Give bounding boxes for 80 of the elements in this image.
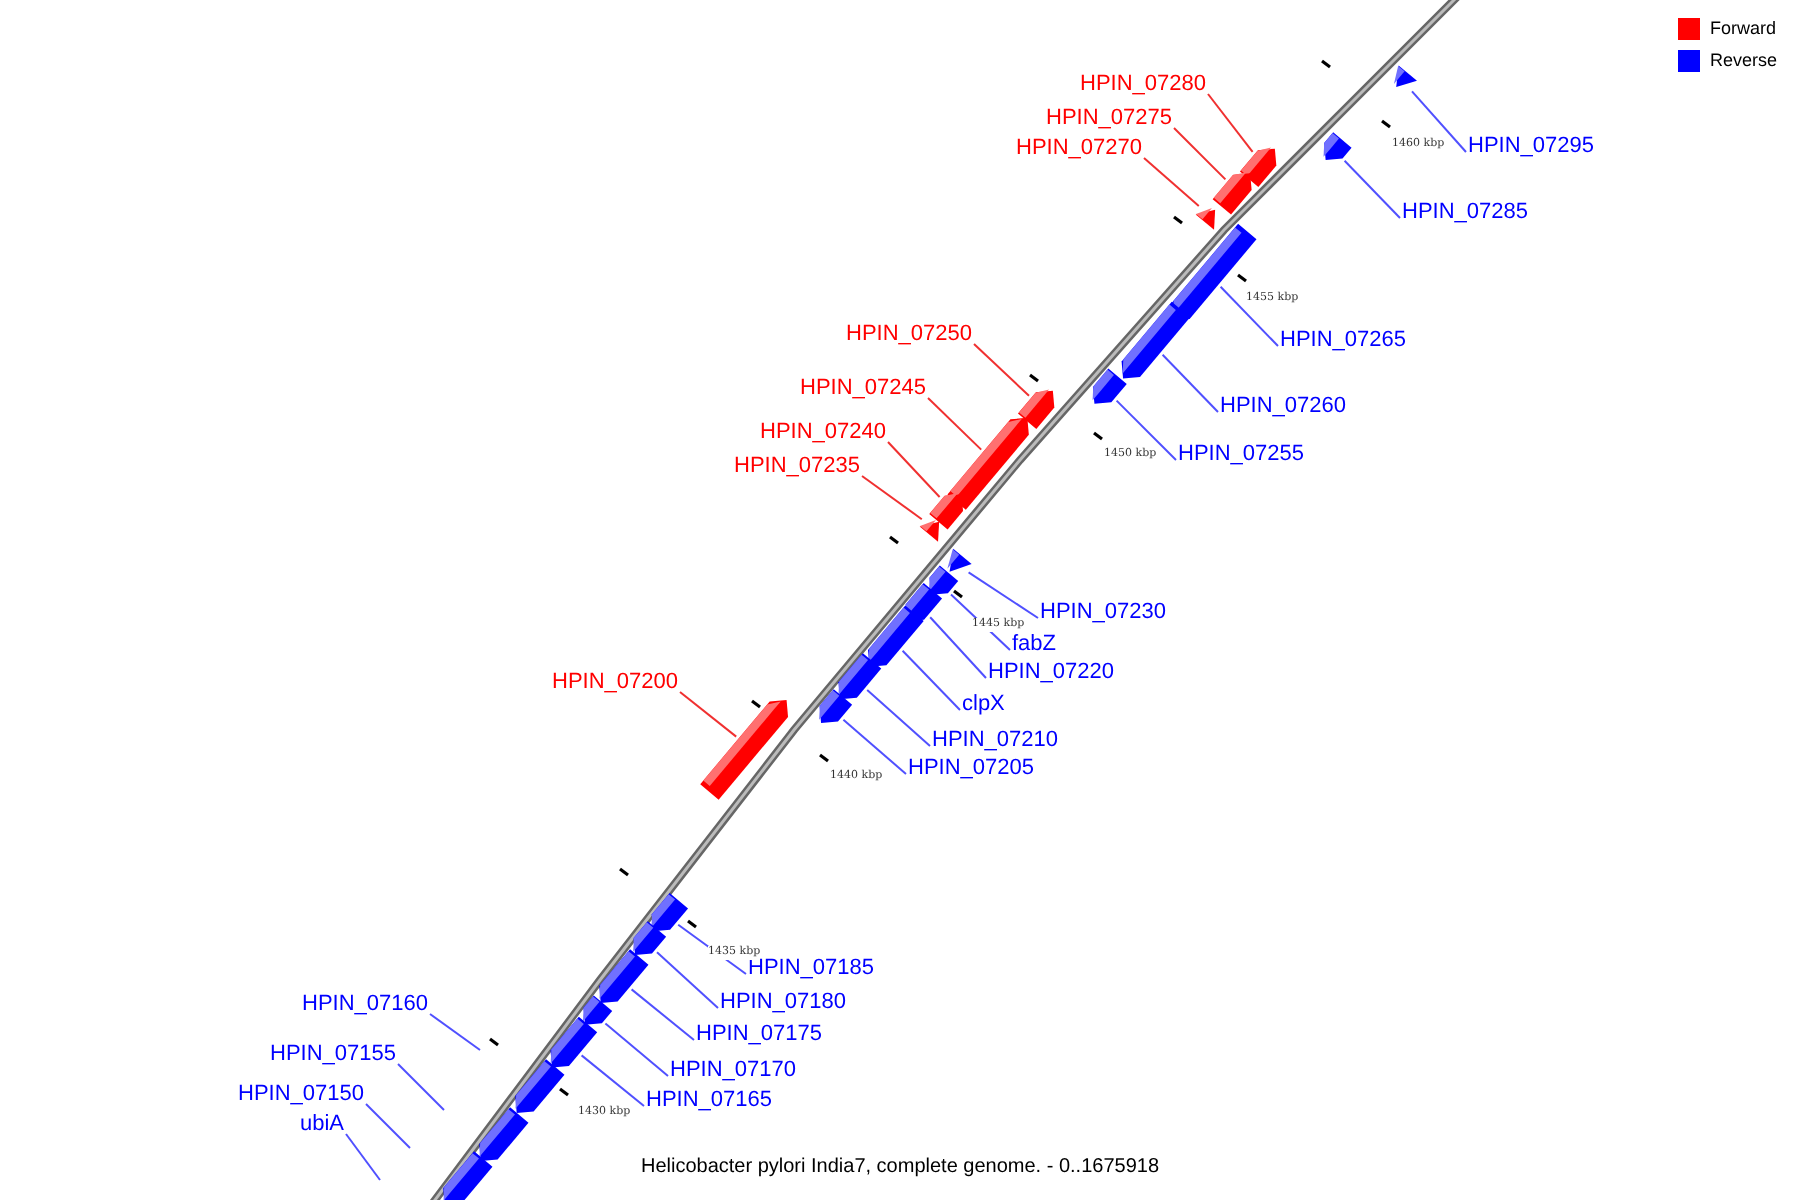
leader-line [861, 475, 923, 521]
gene-block [1092, 368, 1127, 404]
gene-label: HPIN_07165 [646, 1088, 772, 1114]
gene-label: HPIN_07170 [670, 1058, 796, 1084]
gene-label: HPIN_07160 [302, 992, 428, 1018]
gene-label: HPIN_07260 [1220, 394, 1346, 420]
gene-label: HPIN_07150 [238, 1082, 364, 1108]
gene-label: HPIN_07270 [1016, 136, 1142, 162]
gene-block [550, 1016, 598, 1068]
leader-line [656, 951, 719, 1009]
leader-line [679, 691, 738, 738]
gene-label: HPIN_07250 [846, 322, 972, 348]
gene-block [1212, 172, 1252, 215]
leader-line [580, 1054, 645, 1107]
legend-label: Reverse [1710, 50, 1778, 72]
gene-label: HPIN_07295 [1468, 134, 1594, 160]
leader-line [901, 649, 961, 711]
leader-line [1173, 127, 1227, 181]
leader-line [1207, 93, 1254, 153]
gene-block [919, 520, 940, 542]
leader-line [1143, 157, 1200, 207]
gene-block [868, 605, 924, 667]
gene-label: HPIN_07180 [720, 990, 846, 1016]
leader-line [1411, 90, 1467, 153]
gene-label: clpX [962, 692, 1005, 718]
gene-label: HPIN_07175 [696, 1022, 822, 1048]
gene-label: HPIN_07235 [734, 454, 860, 480]
gene-label: fabZ [1012, 632, 1057, 658]
leader-line [397, 1063, 445, 1111]
leader-line [1161, 353, 1219, 413]
leader-line [887, 441, 941, 498]
gene-block [633, 921, 667, 955]
leader-line [604, 1022, 669, 1077]
gene-label: HPIN_07275 [1046, 106, 1172, 132]
gene-block [929, 493, 964, 530]
leader-line [866, 689, 931, 747]
leader-line [1343, 159, 1401, 219]
gene-block [838, 653, 882, 700]
gene-block [479, 1107, 529, 1161]
leader-line [1219, 285, 1279, 347]
gene-block [1393, 65, 1417, 87]
gene-block [928, 565, 959, 595]
gene-label: HPIN_07220 [988, 660, 1114, 686]
gene-label: ubiA [299, 1112, 344, 1138]
leader-line [973, 343, 1030, 397]
gene-block [443, 1151, 493, 1200]
gene-block [947, 548, 972, 572]
gene-block [651, 892, 689, 932]
leader-line [929, 616, 987, 679]
gene-label: HPIN_07185 [748, 956, 874, 982]
leader-line [1115, 399, 1177, 461]
gene-block [515, 1059, 565, 1113]
gene-block [599, 949, 649, 1003]
leader-line [365, 1103, 411, 1149]
leader-line [967, 571, 1039, 619]
gene-label: HPIN_07285 [1402, 200, 1528, 226]
gene-block [819, 689, 853, 723]
gene-label: HPIN_07205 [908, 756, 1034, 782]
gene-label: HPIN_07155 [270, 1042, 396, 1068]
gene-label: HPIN_07230 [1040, 600, 1166, 626]
gene-label: HPIN_07240 [760, 420, 886, 446]
leader-line [345, 1133, 381, 1181]
leader-line [842, 718, 907, 775]
gene-label: HPIN_07200 [552, 670, 678, 696]
gene-label: HPIN_07265 [1280, 328, 1406, 354]
gene-block [1323, 132, 1352, 160]
gene-label: HPIN_07255 [1178, 442, 1304, 468]
leader-line [630, 988, 695, 1041]
caption: Helicobacter pylori India7, complete genome. - 0..1675918 [638, 1154, 1162, 1180]
gene-label: HPIN_07245 [800, 376, 926, 402]
leader-line [927, 397, 983, 451]
gene-block [700, 700, 789, 800]
gene-block [1121, 301, 1191, 379]
legend-label: Forward [1710, 18, 1777, 40]
gene-block [1195, 208, 1216, 230]
gene-block [947, 417, 1029, 510]
leader-line [429, 1013, 481, 1051]
gene-label: HPIN_07280 [1080, 72, 1206, 98]
gene-block [582, 995, 613, 1025]
gene-label: HPIN_07210 [932, 728, 1058, 754]
